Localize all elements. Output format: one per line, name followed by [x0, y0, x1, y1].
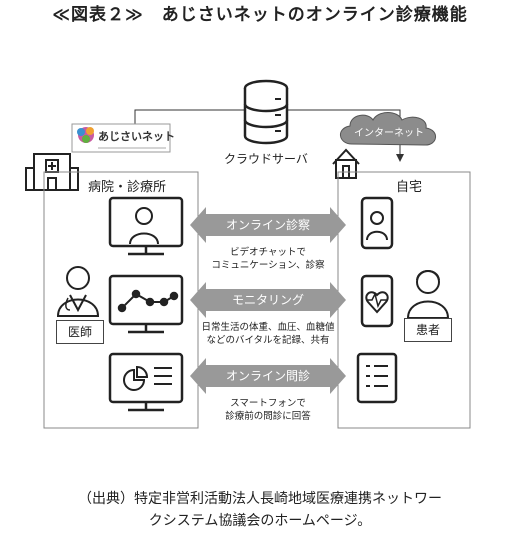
- function-name-3: オンライン問診: [225, 369, 310, 383]
- tablet-checklist-icon: [356, 352, 398, 404]
- doctor-icon: [56, 266, 100, 317]
- database-icon: [243, 79, 289, 145]
- caption-line-1: （出典）特定非営利活動法人長崎地域医療連携ネットワー: [78, 491, 442, 507]
- home-label: 自宅: [392, 176, 427, 195]
- ajisai-logo: [71, 123, 171, 153]
- logo-text: あじさいネット: [98, 130, 175, 143]
- cloud-icon: [340, 112, 436, 146]
- video-monitor-icon: [108, 196, 184, 256]
- function-arrow-3: [190, 358, 346, 394]
- doctor-label: 医師: [56, 320, 104, 344]
- function-desc-2a: 日常生活の体重、血圧、血糖値: [201, 322, 335, 333]
- function-desc-3b: 診療前の問診に回答: [225, 411, 311, 422]
- function-arrow-1: [190, 207, 346, 243]
- patient-icon: [406, 270, 450, 319]
- smartphone-heart-icon: [360, 274, 394, 328]
- function-desc-3a: スマートフォンで: [230, 398, 306, 409]
- caption-line-2: クシステム協議会のホームページ。: [148, 513, 372, 529]
- function-desc-1a: ビデオチャットで: [230, 247, 306, 258]
- internet-label: インターネット: [354, 128, 424, 139]
- smartphone-video-icon: [360, 196, 394, 250]
- function-desc-1b: コミュニケーション、診察: [211, 260, 325, 271]
- figure-title: ≪図表２≫ あじさいネットのオンライン診療機能: [52, 5, 468, 25]
- function-arrow-2: [190, 282, 346, 318]
- function-name-1: オンライン診察: [225, 218, 310, 232]
- hospital-label: 病院・診療所: [84, 176, 171, 195]
- function-name-2: モニタリング: [231, 293, 304, 307]
- function-desc-2b: などのバイタルを記録、共有: [206, 335, 330, 346]
- patient-label: 患者: [404, 318, 452, 342]
- house-icon: [332, 148, 360, 179]
- server-label: クラウドサーバ: [224, 152, 308, 166]
- monitoring-monitor-icon: [108, 274, 184, 334]
- questionnaire-monitor-icon: [108, 352, 184, 412]
